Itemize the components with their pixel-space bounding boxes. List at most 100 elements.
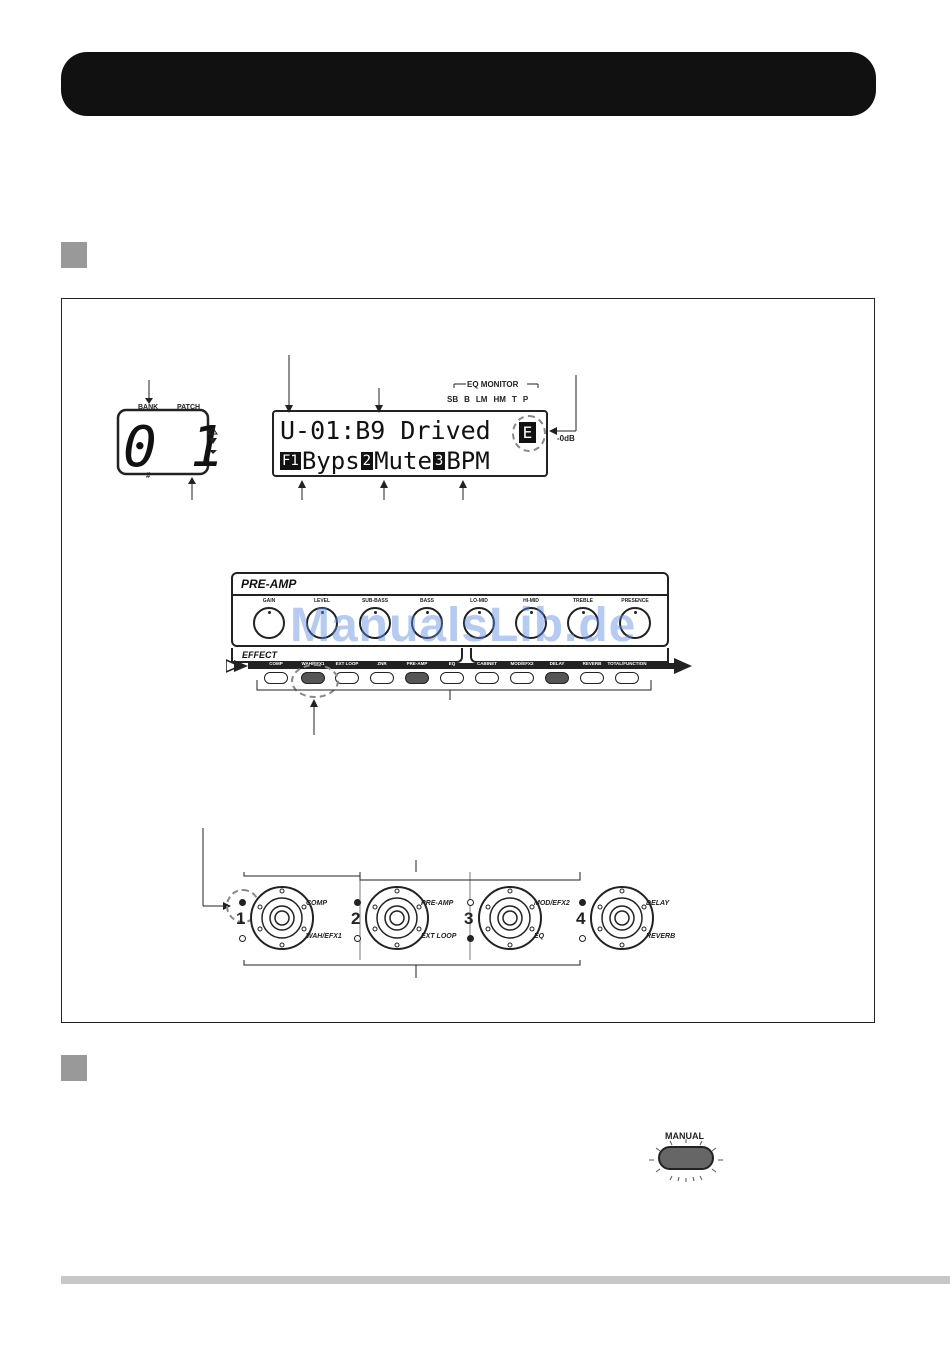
module-key[interactable] [510,672,534,684]
footswitch-led-lower [579,935,586,942]
eq-band: HM [493,395,506,404]
footswitch-upper-label: COMP [306,900,327,907]
function-text: Byps [301,447,360,475]
module-key-label: PRE-AMP [406,661,428,666]
function-tag: 2 [360,452,374,470]
footswitch-lower-label: REVERB [646,933,676,940]
effect-bracket-left [231,648,463,663]
lcd-line-1: U-01:B9 Drived [280,416,491,445]
eq-band: LM [475,395,488,404]
footswitch-2[interactable] [364,885,430,951]
bank-patch-display: 0 1 [112,380,224,500]
module-key[interactable] [615,672,639,684]
knob-pointer [374,611,377,614]
footswitch-4[interactable] [589,885,655,951]
eq-band-labels: SB B LM HM T P [447,395,528,404]
module-key-label: WAH/EFX1 [301,661,325,666]
preamp-divider [233,594,667,596]
knob-pointer [634,611,637,614]
knob[interactable] [411,607,443,639]
module-key[interactable] [440,672,464,684]
footswitch-1[interactable] [249,885,315,951]
eq-monitor-label: EQ MONITOR [467,380,519,389]
module-key-label: EXT LOOP [335,661,359,666]
knob[interactable] [567,607,599,639]
footswitch-lower-label: EXT LOOP [421,933,457,940]
section-marker-1 [61,242,87,268]
eq-band: B [464,395,470,404]
module-key[interactable] [580,672,604,684]
module-key-label: REVERB [582,661,602,666]
function-tag: 3 [432,452,446,470]
module-key-label: ZNR [377,661,387,666]
knob[interactable] [359,607,391,639]
knob-label: LO-MID [470,598,488,604]
footswitch-number: 4 [576,909,586,928]
module-key-label: TOTAL/FUNCTION [607,661,647,666]
footswitch-callout-lines [202,828,581,978]
lcd-callout-lines [285,355,577,500]
footswitch-upper-label: MOD/EFX2 [534,900,570,907]
module-key-label: MOD/EFX2 [510,661,534,666]
module-key-label: COMP [269,661,283,666]
module-key[interactable] [475,672,499,684]
footswitch-upper-label: DELAY [646,900,670,907]
footswitch-lower-label: EQ [534,933,545,940]
knob[interactable] [619,607,651,639]
knob-pointer [530,611,533,614]
knob-label: PRESENCE [621,598,649,604]
led-display-graphic: 0 1 [116,380,224,500]
eq-band: P [522,395,529,404]
module-key-label: DELAY [549,661,565,666]
footswitch-3[interactable] [477,885,543,951]
function-tag: F1 [280,452,301,470]
knob-label: HI-MID [523,598,539,604]
footswitch-lower-label: WAH/EFX1 [306,933,342,940]
footswitch-led-upper [467,899,474,906]
footswitch-led-lower [467,935,474,942]
level-label: -0dB [557,434,575,443]
knob-pointer [478,611,481,614]
effect-label: EFFECT [242,650,277,660]
footswitch-number: 1 [236,909,246,928]
key-highlight-circle [291,664,339,698]
watermark: ManualsLib.de [290,599,637,652]
module-key[interactable] [545,672,569,684]
function-text: BPM [446,447,490,475]
eq-band: SB [447,395,459,404]
signal-flow-arrow [226,658,692,674]
section-marker-2 [61,1055,87,1081]
knob[interactable] [253,607,285,639]
function-text: Mute [374,447,432,475]
knob[interactable] [463,607,495,639]
knob-pointer [268,611,271,614]
knob[interactable] [515,607,547,639]
footswitch-led-lower [354,935,361,942]
footswitch-number: 3 [464,909,474,928]
module-key[interactable] [264,672,288,684]
preamp-title: PRE-AMP [241,577,297,591]
level-highlight-circle [512,415,546,452]
footswitch-led-upper [239,899,246,906]
knob-label: GAIN [262,598,276,604]
knob[interactable] [306,607,338,639]
footswitch-led-upper [579,899,586,906]
module-callout-lines [256,680,652,735]
module-key[interactable] [370,672,394,684]
knob-label: SUB-BASS [361,598,389,604]
knob-pointer [426,611,429,614]
diagram-frame [61,298,875,1023]
footswitch-upper-label: PRE-AMP [421,900,454,907]
manual-label: MANUAL [665,1131,704,1141]
footswitch-led-lower [239,935,246,942]
hash-label: # [146,471,151,480]
module-key-label: EQ [448,661,456,666]
knob-pointer [582,611,585,614]
manual-button[interactable] [658,1146,714,1170]
module-key[interactable] [405,672,429,684]
